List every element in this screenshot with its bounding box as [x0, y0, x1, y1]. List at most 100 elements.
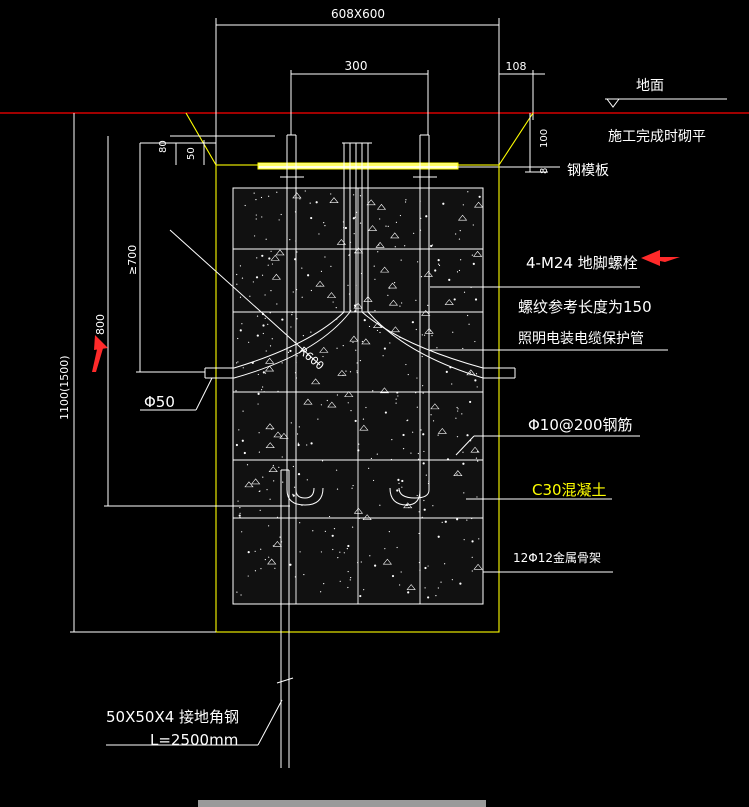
concrete-speck	[397, 395, 399, 397]
thread-note: 螺纹参考长度为150	[518, 298, 652, 316]
concrete-speck	[324, 256, 326, 258]
concrete-speck	[281, 362, 283, 364]
concrete-aggregate	[457, 214, 468, 221]
concrete-speck	[310, 289, 312, 292]
concrete-speck	[400, 259, 402, 261]
concrete-speck	[289, 349, 292, 353]
concrete-speck	[416, 377, 418, 379]
concrete-speck	[335, 469, 338, 471]
concrete-aggregate	[473, 563, 483, 570]
concrete-speck	[236, 591, 238, 593]
concrete-speck	[358, 443, 360, 445]
concrete-speck	[474, 379, 477, 382]
pit-chamfer	[185, 112, 534, 166]
concrete-speck	[302, 334, 304, 337]
concrete-aggregate	[406, 584, 416, 590]
concrete-speck	[280, 213, 282, 216]
ground-label: 地面	[636, 78, 664, 94]
concrete-speck	[290, 422, 292, 424]
concrete-speck	[432, 505, 434, 507]
concrete-speck	[444, 563, 446, 565]
concrete-speck	[356, 362, 358, 364]
concrete-speck	[467, 314, 469, 317]
concrete-speck	[467, 191, 469, 193]
concrete-speck	[425, 474, 427, 476]
concrete-speck	[422, 462, 425, 465]
concrete-speck	[437, 259, 440, 262]
concrete-speck	[352, 341, 354, 344]
concrete-speck	[390, 458, 393, 461]
concrete-speck	[260, 196, 263, 199]
concrete-aggregate	[268, 466, 278, 472]
concrete-aggregate	[423, 271, 433, 277]
concrete-speck	[248, 341, 250, 343]
ground-angle-steel	[276, 469, 294, 768]
concrete-speck	[422, 433, 425, 436]
concrete-speck	[292, 493, 294, 495]
concrete-speck	[377, 251, 379, 253]
concrete-speck	[374, 278, 376, 280]
concrete-speck	[297, 443, 300, 447]
concrete-speck	[277, 390, 279, 393]
concrete-speck	[424, 587, 426, 589]
concrete-speck	[268, 556, 270, 558]
concrete-speck	[431, 335, 433, 337]
concrete-speck	[249, 295, 251, 297]
scrollbar[interactable]	[198, 800, 486, 807]
dim-small-right	[525, 113, 548, 173]
concrete-speck	[373, 265, 375, 267]
concrete-speck	[451, 383, 453, 385]
level-note: 施工完成时砌平	[608, 129, 706, 145]
concrete-speck	[296, 251, 298, 253]
concrete-speck	[241, 531, 243, 533]
concrete-speck	[357, 449, 360, 452]
concrete-speck	[264, 317, 266, 319]
concrete-speck	[396, 546, 398, 549]
concrete-aggregate	[265, 442, 275, 449]
concrete-speck	[262, 324, 265, 327]
concrete-speck	[262, 371, 265, 374]
dim-bolt-spacing	[290, 70, 429, 135]
anchor-bolt-right	[389, 134, 437, 506]
pipe-dia-label: Φ50	[144, 393, 175, 411]
concrete-speck	[323, 222, 325, 224]
concrete-speck	[309, 202, 311, 204]
concrete-speck	[395, 402, 397, 404]
angle-steel-leader	[106, 699, 283, 746]
concrete-speck	[423, 334, 426, 336]
concrete-aggregate	[273, 431, 283, 438]
concrete-aggregate	[270, 254, 280, 261]
concrete-speck	[247, 575, 249, 577]
concrete-speck	[281, 318, 284, 321]
concrete-speck	[354, 216, 356, 218]
concrete-speck	[264, 558, 266, 561]
concrete-speck	[299, 551, 301, 553]
concrete-aggregate	[390, 232, 400, 239]
concrete-speck	[437, 587, 439, 589]
concrete-speck	[446, 458, 450, 461]
concrete-speck	[356, 372, 358, 374]
concrete-speck	[242, 410, 244, 412]
red-arrow-800	[92, 345, 104, 372]
concrete-speck	[399, 214, 402, 217]
concrete-speck	[460, 259, 462, 261]
cable-conduits	[204, 142, 516, 379]
concrete-speck	[307, 274, 310, 277]
concrete-speck	[266, 489, 268, 491]
concrete-speck	[297, 442, 299, 444]
rebar-label: Φ10@200钢筋	[528, 416, 633, 434]
dim-top-width	[215, 18, 500, 165]
concrete-aggregate	[444, 299, 454, 305]
concrete-speck	[471, 517, 473, 520]
pipe-dia-leader-slant	[195, 377, 213, 411]
concrete-speck	[444, 520, 447, 523]
concrete-speck	[267, 264, 269, 266]
concrete-speck	[278, 466, 280, 468]
concrete-speck	[282, 481, 284, 483]
concrete-aggregate	[375, 241, 385, 248]
ground-symbol	[605, 98, 727, 108]
concrete-speck	[423, 508, 426, 511]
concrete-speck	[430, 414, 432, 416]
concrete-aggregate	[376, 203, 387, 210]
